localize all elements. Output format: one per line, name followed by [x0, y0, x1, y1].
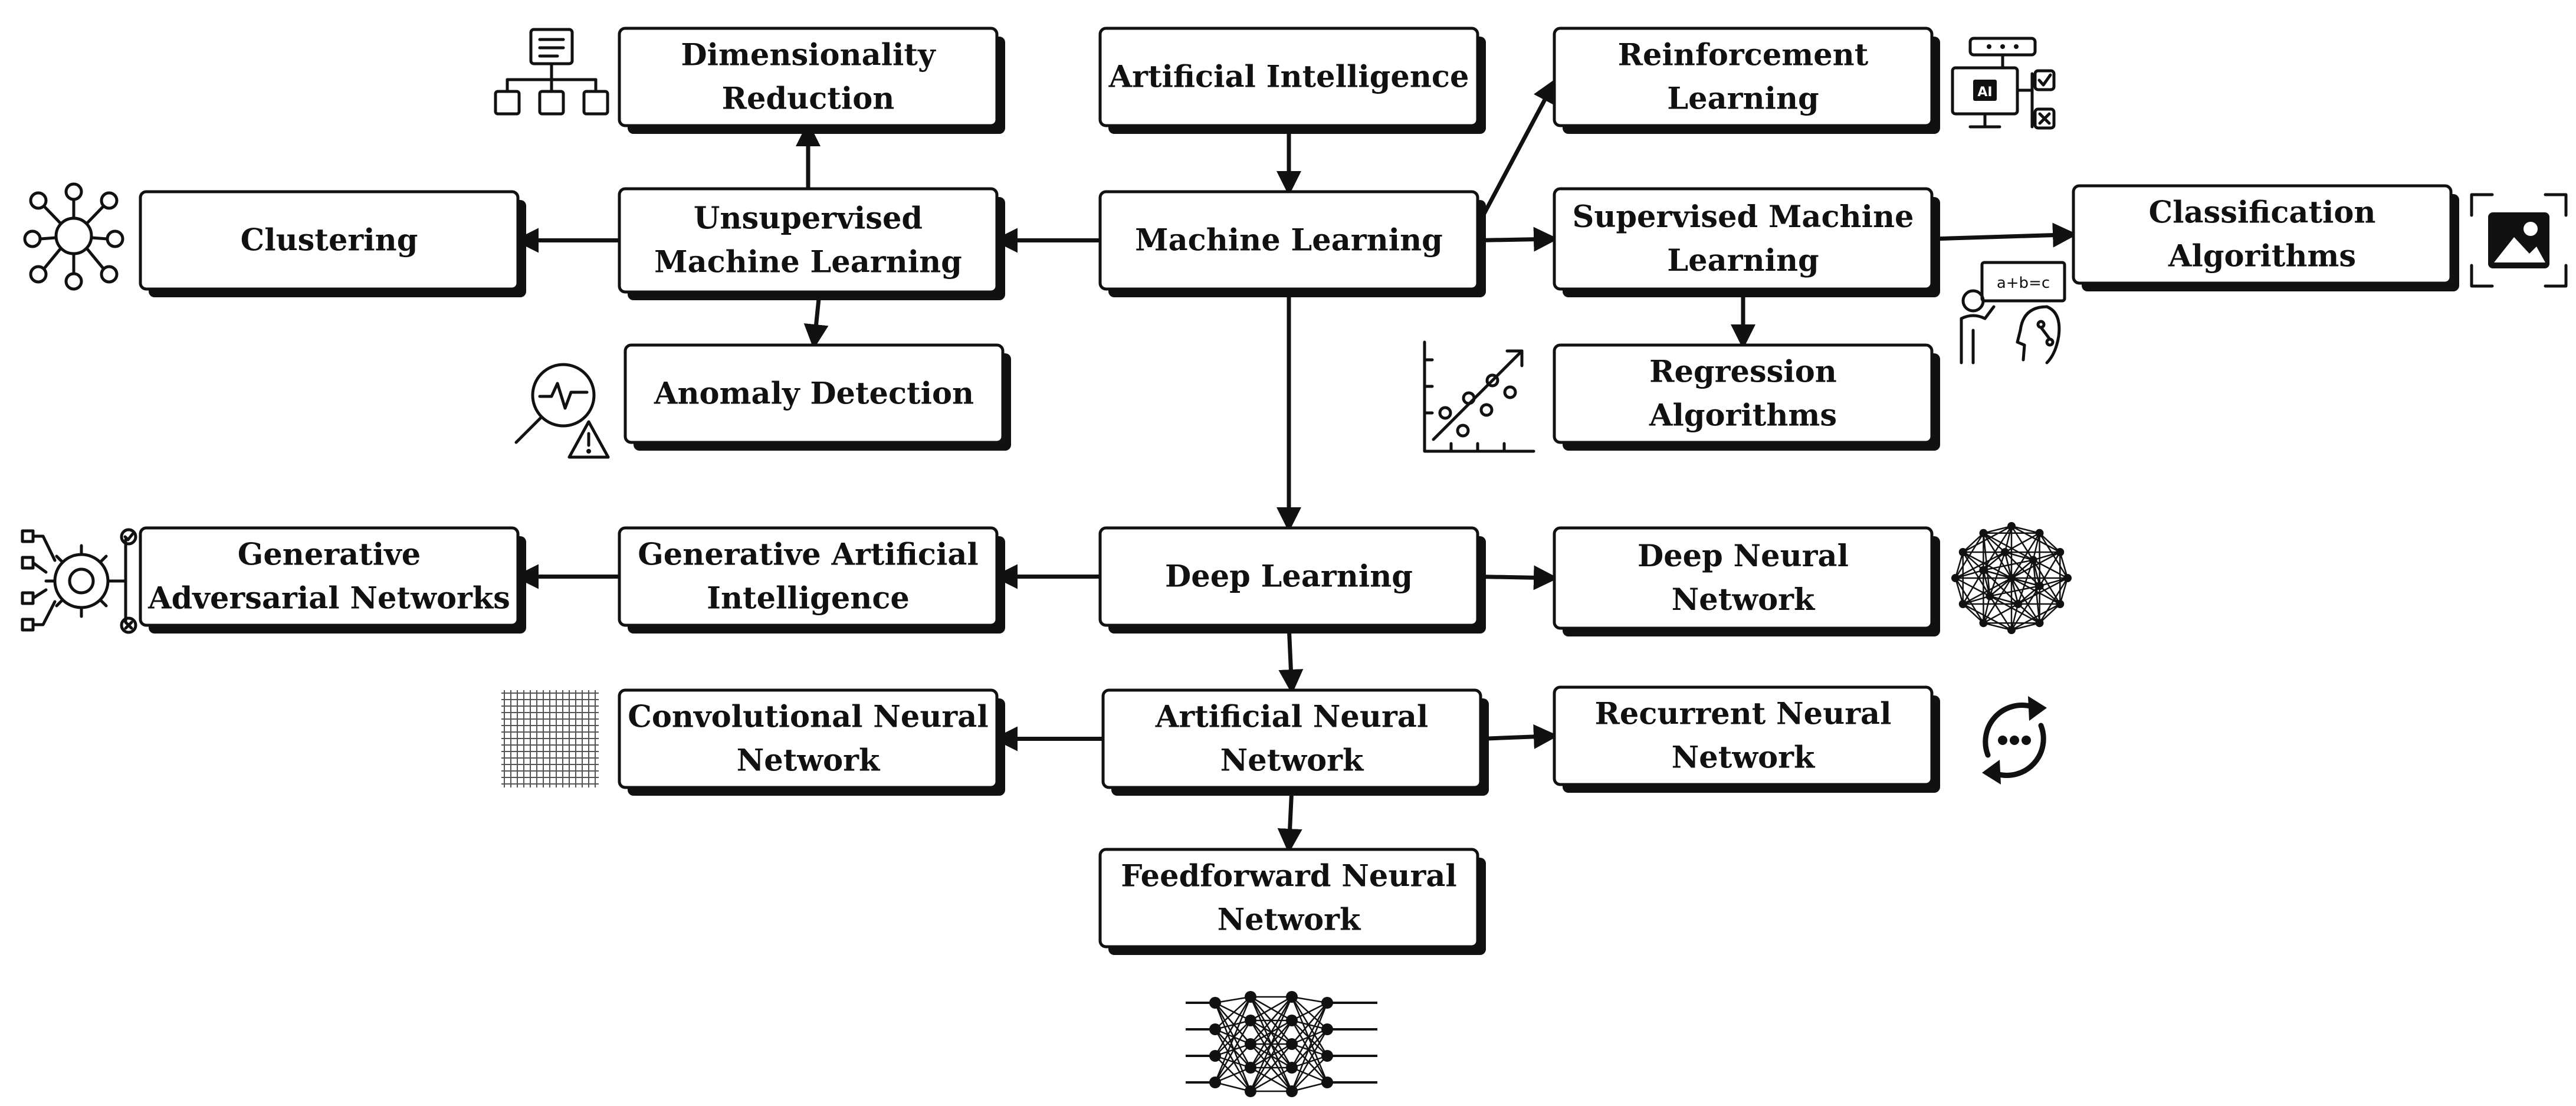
- edge-ann-to-fnn: [1277, 787, 1302, 854]
- grid-icon: [501, 690, 599, 787]
- network-people-icon: [23, 182, 124, 291]
- node-label: Network: [1672, 582, 1816, 618]
- node-label: Supervised Machine: [1572, 199, 1914, 235]
- node-dl: Deep Learning: [1098, 526, 1486, 634]
- edge-dl-to-ann: [1278, 625, 1304, 694]
- node-label: Machine Learning: [654, 245, 962, 280]
- node-label: Dimensionality: [681, 38, 936, 73]
- node-label: Artificial Neural: [1155, 700, 1429, 735]
- edges: [514, 78, 2078, 854]
- ai-computer-decision-icon: AI: [1951, 37, 2056, 130]
- node-label: Reduction: [722, 81, 895, 117]
- edge-dl-to-dnn: [1477, 565, 1558, 590]
- node-label: Learning: [1667, 243, 1819, 278]
- magnifier-warning-icon: [514, 363, 610, 459]
- node-label: Algorithms: [1649, 398, 1837, 434]
- node-label: Unsupervised: [694, 201, 923, 237]
- svg-text:AI: AI: [1977, 85, 1992, 100]
- svg-text:a+b=c: a+b=c: [1997, 274, 2050, 292]
- node-ai: Artificial Intelligence: [1098, 27, 1486, 134]
- edge-ml-to-rl: [1475, 78, 1557, 227]
- node-label: Network: [737, 743, 881, 779]
- node-label: Machine Learning: [1135, 223, 1443, 258]
- node-label: Adversarial Networks: [147, 581, 510, 616]
- node-label: Generative Artificial: [638, 537, 979, 573]
- scatter-plot-icon: [1423, 340, 1535, 453]
- node-label: Intelligence: [707, 581, 910, 616]
- node-label: Regression: [1649, 355, 1837, 390]
- node-label: Feedforward Neural: [1121, 859, 1456, 894]
- node-label: Network: [1672, 740, 1816, 776]
- node-label: Deep Learning: [1165, 559, 1413, 595]
- gear-flow-icon: [21, 528, 137, 634]
- folder-hierarchy-icon: [494, 28, 609, 116]
- node-label: Convolutional Neural: [628, 700, 988, 735]
- node-label: Anomaly Detection: [654, 376, 974, 412]
- node-ano: Anomaly Detection: [624, 343, 1011, 451]
- node-label: Clustering: [241, 223, 418, 258]
- node-ml: Machine Learning: [1098, 190, 1486, 297]
- edge-ann-to-rnn: [1480, 724, 1558, 749]
- node-label: Learning: [1667, 81, 1819, 117]
- cycle-arrows-icon: [1982, 696, 2047, 785]
- mesh-network-icon: [1951, 522, 2072, 634]
- node-label: Reinforcement: [1618, 38, 1869, 73]
- edge-sml-to-cla: [1931, 222, 2078, 248]
- node-label: Classification: [2148, 195, 2375, 231]
- node-label: Network: [1218, 902, 1361, 938]
- node-label: Generative: [238, 537, 421, 573]
- node-label: Deep Neural: [1638, 539, 1849, 574]
- edge-uml-to-ano: [803, 291, 829, 349]
- image-frame-icon: [2470, 193, 2568, 288]
- neural-layers-icon: [1186, 991, 1377, 1097]
- node-label: Recurrent Neural: [1595, 697, 1892, 732]
- node-label: Artificial Intelligence: [1108, 60, 1469, 95]
- edge-ml-to-sml: [1477, 227, 1558, 252]
- teacher-board-icon: a+b=c: [1960, 261, 2066, 365]
- icons: AI a+b=c: [21, 28, 2568, 1097]
- node-label: Algorithms: [2168, 239, 2356, 274]
- node-clu: Clustering: [139, 190, 526, 297]
- node-label: Network: [1220, 743, 1364, 779]
